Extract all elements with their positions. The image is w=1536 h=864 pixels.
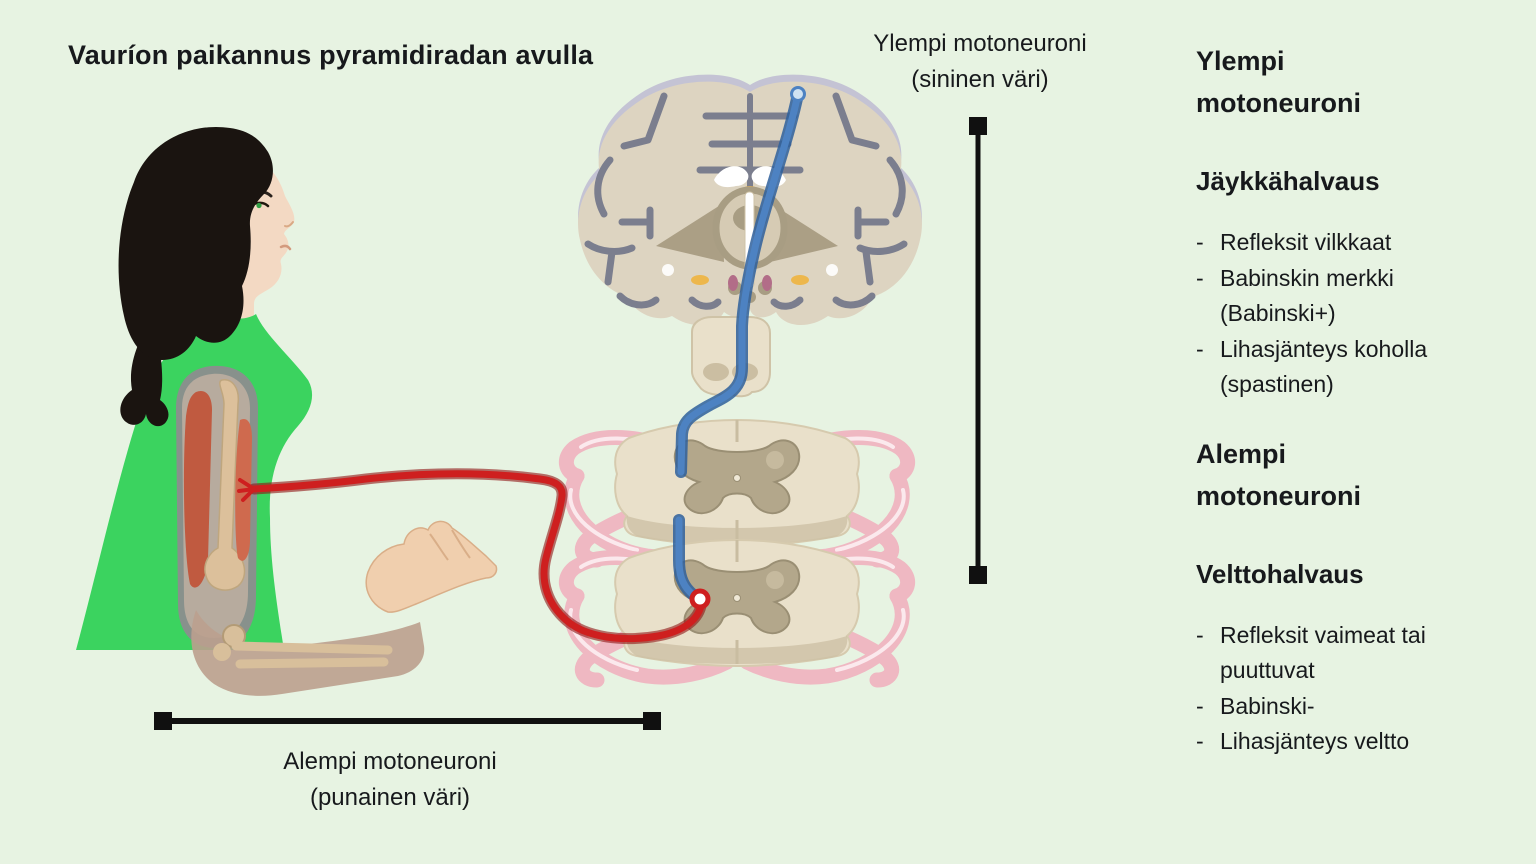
lower-motoneuron-callout-line2: (punainen väri) — [309, 784, 471, 811]
hand — [365, 520, 498, 613]
page-title: Vauríon paikannus pyramidiradan avulla — [68, 40, 594, 70]
upper-motoneuron-extent-line — [969, 117, 987, 584]
lower-motoneuron-callout-line1: Alempi motoneuroni — [283, 748, 497, 775]
eye-iris — [256, 202, 262, 209]
dash-bullet: - — [1196, 728, 1204, 754]
lower-motoneuron-callout: Alempi motoneuroni (punainen väri) — [180, 744, 600, 816]
dash-bullet: - — [1196, 335, 1204, 362]
spastic-paralysis-heading: Jäykkähalvaus — [1196, 166, 1380, 196]
upper-motoneuron-heading: Ylempi motoneuroni — [1196, 46, 1361, 118]
dash-bullet: - — [1196, 692, 1204, 719]
dash-bullet: - — [1196, 621, 1204, 648]
humerus-bone — [204, 379, 246, 591]
list-item: - Babinskin merkki (Babinski+) — [1196, 261, 1516, 332]
patient-illustration — [76, 126, 498, 696]
lower-motoneuron-findings-list: - Refleksit vaimeat tai puuttuvat - Babin… — [1196, 618, 1516, 760]
list-item: - Refleksit vaimeat tai puuttuvat — [1196, 618, 1516, 689]
lower-motoneuron-heading: Alempi motoneuroni — [1196, 438, 1361, 511]
upper-motoneuron-soma — [790, 86, 806, 102]
triceps-muscle — [183, 390, 212, 588]
synapse-junction — [689, 588, 711, 610]
pyramid-left — [703, 363, 729, 381]
hair — [118, 126, 273, 360]
dash-bullet: - — [1196, 229, 1204, 255]
list-item: - Lihasjänteys veltto — [1196, 724, 1516, 760]
upper-motoneuron-findings-list: - Refleksit vilkkaat - Babinskin merkki (… — [1196, 225, 1516, 403]
findings-panel: Ylempi motoneuroni Jäykkähalvaus - Refle… — [1196, 40, 1516, 760]
finding-text: Refleksit vilkkaat — [1220, 229, 1392, 255]
lower-motoneuron-extent-line — [154, 712, 661, 730]
upper-motoneuron-callout-line1: Ylempi motoneuroni — [873, 30, 1087, 57]
lower-motoneuron-pathway — [237, 468, 711, 645]
forearm — [191, 610, 425, 696]
finding-text: Refleksit vaimeat tai — [1220, 621, 1426, 648]
dash-bullet: - — [1196, 264, 1204, 291]
spinal-cord-segment-lower — [566, 540, 907, 680]
flaccid-paralysis-heading: Velttohalvaus — [1196, 558, 1364, 589]
finding-text: Lihasjänteys koholla — [1220, 335, 1428, 362]
upper-motoneuron-callout-line2: (sininen väri) — [911, 66, 1049, 93]
list-item: - Babinski- — [1196, 689, 1516, 725]
list-item: - Refleksit vilkkaat — [1196, 225, 1516, 261]
finding-text: Babinski- — [1220, 692, 1315, 719]
list-item: - Lihasjänteys koholla (spastinen) — [1196, 332, 1516, 403]
finding-text: Lihasjänteys veltto — [1220, 728, 1410, 754]
neuromuscular-junction — [237, 478, 256, 502]
upper-arm-cutaway — [176, 365, 258, 648]
lower-motoneuron-block: Alempi motoneuroni Velttohalvaus - Refle… — [1196, 433, 1516, 760]
finding-text: (Babinski+) — [1220, 300, 1336, 326]
finding-text: puuttuvat — [1220, 657, 1315, 683]
finding-text: Babinskin merkki — [1220, 264, 1394, 291]
upper-motoneuron-callout: Ylempi motoneuroni (sininen väri) — [818, 26, 1142, 98]
finding-text: (spastinen) — [1220, 371, 1334, 397]
